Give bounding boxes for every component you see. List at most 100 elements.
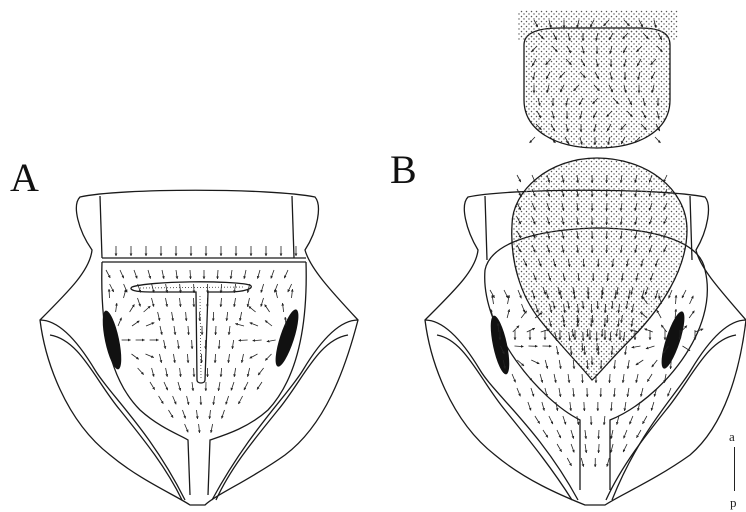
seta-arrow <box>559 360 561 369</box>
seta-arrow <box>517 175 521 182</box>
seta-arrow <box>540 374 542 383</box>
seta-arrow <box>192 340 193 349</box>
seta-arrow <box>258 270 261 279</box>
seta-arrow <box>577 416 579 425</box>
seta-arrow <box>187 396 189 405</box>
seta-arrow <box>248 298 250 307</box>
seta-arrow <box>543 430 548 438</box>
seta-arrow <box>690 296 694 304</box>
seta-arrow <box>611 430 613 439</box>
seta-arrow <box>545 360 547 369</box>
seta-arrow <box>106 270 110 278</box>
seta-arrow <box>624 430 627 438</box>
seta-arrow <box>573 388 574 397</box>
seta-arrow <box>652 360 658 367</box>
seta-arrow <box>599 444 600 453</box>
seta-arrow <box>651 402 654 411</box>
seta-arrow <box>689 311 694 318</box>
seta-arrow <box>556 402 558 411</box>
seta-arrow <box>607 231 608 239</box>
right-sclerite-a <box>271 307 303 368</box>
seta-arrow <box>570 402 571 411</box>
seta-arrow <box>512 374 515 382</box>
seta-arrow <box>531 360 539 364</box>
seta-arrow <box>542 402 544 411</box>
seta-arrow <box>210 410 211 419</box>
seta-arrow <box>583 332 584 341</box>
seta-arrow <box>196 410 197 419</box>
seta-arrow <box>164 340 166 349</box>
seta-arrow <box>160 326 162 335</box>
seta-arrow <box>657 310 661 318</box>
seta-arrow <box>120 270 124 278</box>
seta-arrow <box>165 298 167 307</box>
seta-arrow <box>535 416 540 424</box>
seta-arrow <box>248 368 250 377</box>
seta-arrow <box>271 270 274 279</box>
seta-arrow <box>625 402 626 411</box>
seta-arrow <box>176 270 177 279</box>
seta-arrow <box>530 137 536 143</box>
seta-arrow <box>582 374 583 383</box>
seta-arrow <box>159 396 164 404</box>
seta-arrow <box>587 329 588 337</box>
orientation-posterior-label: p <box>730 496 737 509</box>
seta-arrow <box>253 340 262 341</box>
seta-arrow <box>557 430 561 438</box>
seta-arrow <box>528 402 531 411</box>
seta-arrow <box>138 368 144 375</box>
seta-arrow <box>173 354 174 363</box>
seta-arrow <box>585 430 586 439</box>
seta-arrow <box>250 354 258 358</box>
seta-arrow <box>180 368 181 377</box>
seta-arrow <box>655 137 661 143</box>
stippled-band-top <box>518 10 678 40</box>
seta-arrow <box>116 303 117 312</box>
seta-arrow <box>668 388 671 396</box>
seta-arrow <box>567 458 571 466</box>
seta-arrow <box>151 298 153 307</box>
seta-arrow <box>257 382 262 390</box>
seta-arrow <box>123 289 125 298</box>
seta-arrow <box>238 396 242 404</box>
seta-arrow <box>193 298 194 307</box>
left-sclerite-b <box>487 314 513 376</box>
seta-arrow <box>219 340 220 349</box>
seta-arrow <box>226 396 229 405</box>
seta-arrow <box>228 354 229 363</box>
seta-arrow <box>669 290 672 298</box>
seta-arrow <box>150 382 155 390</box>
seta-arrow <box>146 323 154 326</box>
seta-arrow <box>611 444 613 453</box>
seta-arrow <box>234 298 235 307</box>
seta-arrow <box>571 430 574 439</box>
orientation-axis-line <box>734 447 735 491</box>
seta-arrow <box>623 374 624 383</box>
seta-arrow <box>190 270 191 279</box>
seta-arrow <box>148 270 151 279</box>
seta-arrow <box>611 402 612 411</box>
seta-arrow <box>267 340 276 342</box>
seta-arrow <box>607 203 608 211</box>
seta-arrow <box>221 368 222 377</box>
seta-arrow <box>231 382 234 391</box>
seta-arrow <box>664 175 667 182</box>
seta-arrow <box>517 388 520 396</box>
seta-arrow <box>607 189 608 197</box>
seta-arrow <box>588 287 589 295</box>
seta-arrow <box>261 298 264 307</box>
t-ridge <box>131 282 251 383</box>
seta-arrow <box>584 402 585 411</box>
seta-arrow <box>240 312 242 321</box>
seta-arrow <box>172 312 173 321</box>
seta-arrow <box>559 388 561 397</box>
seta-arrow <box>130 304 135 312</box>
seta-arrow <box>250 323 258 326</box>
seta-arrow <box>522 304 525 312</box>
seta-arrow <box>636 360 643 365</box>
seta-arrow <box>607 245 608 253</box>
seta-arrow <box>239 340 248 341</box>
seta-arrow <box>531 388 534 397</box>
seta-arrow <box>158 312 160 321</box>
seta-arrow <box>152 368 154 377</box>
